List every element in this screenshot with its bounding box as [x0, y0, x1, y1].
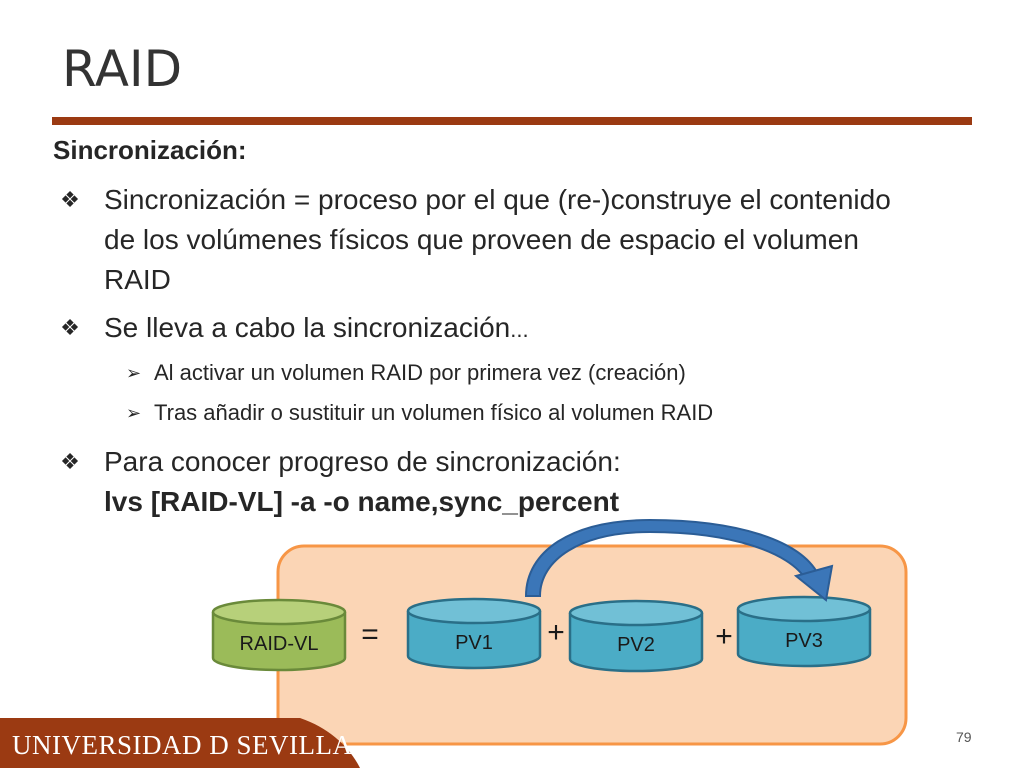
university-logo-text: UNIVERSIDAD D SEVILLA — [12, 730, 353, 760]
lvs-command: lvs [RAID-VL] -a -o name,sync_percent — [104, 486, 620, 517]
curved-arrow-icon — [524, 518, 834, 602]
bullet-2-text: Se lleva a cabo la sincronización... — [104, 308, 924, 350]
raid-vl-label: RAID-VL — [239, 633, 319, 655]
diamond-bullet-icon: ❖ — [60, 449, 80, 474]
equals-operator: = — [361, 618, 379, 651]
diamond-bullet-icon: ❖ — [60, 187, 80, 212]
diamond-bullet-icon: ❖ — [60, 315, 80, 340]
title-rule — [52, 117, 972, 125]
bullet-2-ellipsis: ... — [510, 317, 529, 342]
slide-title: RAID — [62, 40, 183, 98]
page-number: 79 — [956, 729, 972, 745]
bullet-2-main: Se lleva a cabo la sincronización — [104, 312, 511, 343]
bullet-3-text: Para conocer progreso de sincronización:… — [104, 442, 924, 522]
pv3-label: PV3 — [785, 630, 823, 652]
arrow-bullet-icon: ➢ — [126, 403, 142, 423]
bullet-3-main: Para conocer progreso de sincronización: — [104, 446, 621, 477]
subbullet-1-text: Al activar un volumen RAID por primera v… — [154, 360, 686, 385]
pv2-label: PV2 — [617, 634, 655, 656]
subbullet-2-text: Tras añadir o sustituir un volumen físic… — [154, 400, 714, 425]
bullet-1-text: Sincronización = proceso por el que (re-… — [104, 184, 891, 295]
footer-band — [0, 718, 360, 768]
plus-operator-2: + — [715, 620, 733, 653]
plus-operator-1: + — [547, 616, 565, 649]
pv1-label: PV1 — [455, 632, 493, 654]
section-heading: Sincronización: — [53, 135, 247, 165]
arrow-bullet-icon: ➢ — [126, 363, 142, 383]
